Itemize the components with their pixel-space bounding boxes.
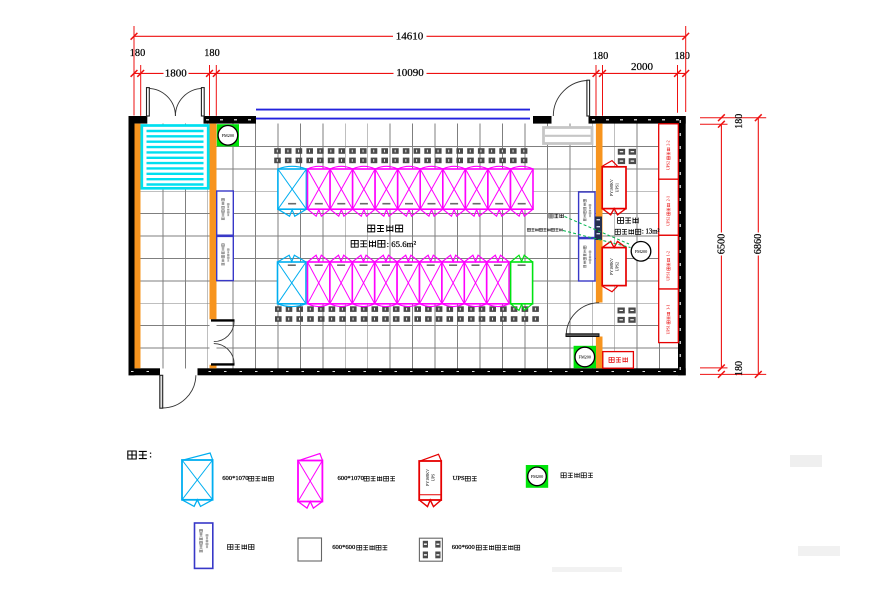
svg-text:PY168KV: PY168KV xyxy=(609,258,614,275)
svg-text:180: 180 xyxy=(593,51,608,62)
svg-text:600*1070: 600*1070 xyxy=(338,475,365,482)
svg-text:180: 180 xyxy=(734,114,745,129)
svg-text:UPS2: UPS2 xyxy=(614,262,619,271)
svg-text:600*600: 600*600 xyxy=(332,544,356,551)
svg-text:1-1: 1-1 xyxy=(667,305,671,310)
svg-text:2000: 2000 xyxy=(631,61,654,73)
svg-text:180: 180 xyxy=(734,361,745,376)
svg-text:UPS1: UPS1 xyxy=(667,272,671,281)
svg-text:14610: 14610 xyxy=(396,30,424,42)
svg-text:6860: 6860 xyxy=(753,234,764,255)
svg-text:UPS: UPS xyxy=(431,474,436,481)
svg-text:FM200: FM200 xyxy=(222,133,234,138)
svg-text:FM200: FM200 xyxy=(579,355,591,360)
svg-text:2-1: 2-1 xyxy=(667,196,671,201)
svg-text:: 13m²: : 13m² xyxy=(642,228,660,235)
svg-text:: 65.6m²: : 65.6m² xyxy=(387,239,417,249)
svg-text::: : xyxy=(149,450,152,461)
svg-text:600*600: 600*600 xyxy=(452,544,476,551)
svg-text:UPS2: UPS2 xyxy=(667,217,671,226)
svg-text:180: 180 xyxy=(674,51,689,62)
svg-text:1-2: 1-2 xyxy=(667,251,671,256)
svg-text:UPS1: UPS1 xyxy=(667,325,671,334)
svg-text:FM200: FM200 xyxy=(635,249,647,254)
svg-text:2-2: 2-2 xyxy=(667,140,671,145)
svg-text:PY168KV: PY168KV xyxy=(425,469,430,486)
svg-text:UPS1: UPS1 xyxy=(614,183,619,192)
svg-text:180: 180 xyxy=(130,48,145,59)
svg-text:10090: 10090 xyxy=(396,67,424,79)
svg-text:PY168KV: PY168KV xyxy=(609,179,614,196)
svg-text:6500: 6500 xyxy=(717,234,728,255)
svg-text:UPS2: UPS2 xyxy=(667,161,671,170)
svg-text:180: 180 xyxy=(204,48,219,59)
svg-text:1800: 1800 xyxy=(165,67,188,79)
svg-text:FM200: FM200 xyxy=(531,474,543,479)
svg-text:UPS: UPS xyxy=(453,475,465,482)
svg-text:600*1070: 600*1070 xyxy=(222,475,249,482)
